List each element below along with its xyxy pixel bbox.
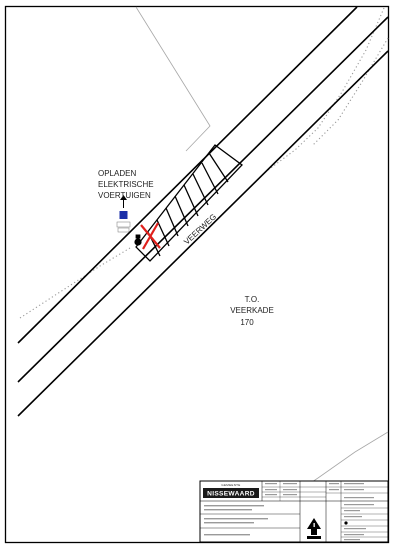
street-name: VEERWEG (182, 212, 218, 246)
org-name: NISSEWAARD (207, 491, 255, 498)
svg-text:T.O.: T.O. (245, 295, 260, 304)
parking-bays (135, 144, 243, 262)
title-block: GEMEENTE NISSEWAARD (199, 480, 389, 543)
road-lines (17, 6, 389, 417)
dotted-parcel-lines (19, 7, 389, 319)
svg-text:OPLADEN: OPLADEN (98, 169, 136, 178)
cadastral-boundaries (135, 6, 389, 491)
svg-text:170: 170 (240, 318, 254, 327)
building-label: T.O. VEERKADE 170 (230, 295, 274, 327)
org-prefix: GEMEENTE (221, 483, 240, 487)
svg-text:ELEKTRISCHE: ELEKTRISCHE (98, 180, 154, 189)
charging-label: OPLADEN ELEKTRISCHE VOERTUIGEN (98, 169, 154, 200)
drawing-frame (4, 5, 390, 544)
north-arrow-icon (307, 518, 321, 539)
svg-text:VOERTUIGEN: VOERTUIGEN (98, 191, 151, 200)
parking-sign-icon (116, 195, 131, 233)
ev-charging-pole-icon (134, 234, 142, 246)
removal-cross-icon (140, 222, 161, 250)
svg-text:VEERKADE: VEERKADE (230, 306, 274, 315)
